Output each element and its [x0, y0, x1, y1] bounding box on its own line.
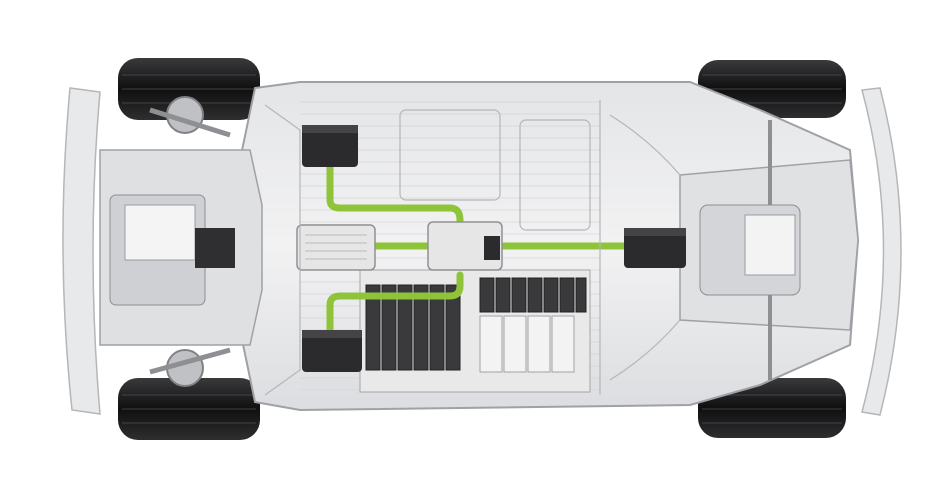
module-junction: [427, 221, 503, 271]
rear-drive-unit: [679, 120, 859, 380]
power-modules: [296, 125, 686, 372]
module-charger: [296, 224, 376, 271]
module-rear: [624, 228, 686, 268]
rear-bumper: [861, 87, 902, 416]
module-top-left: [302, 125, 358, 167]
cable-front-top: [326, 161, 464, 234]
front-subframe: [99, 96, 263, 387]
cable-front-bottom: [326, 271, 464, 339]
hv-cables: [326, 161, 629, 339]
battery-cells-dark: [365, 277, 587, 371]
module-bottom-left: [302, 330, 362, 372]
battery-cells-light: [479, 315, 575, 373]
front-bumper: [62, 87, 101, 415]
frame-details: [264, 100, 681, 396]
battery-pack: [359, 269, 591, 393]
